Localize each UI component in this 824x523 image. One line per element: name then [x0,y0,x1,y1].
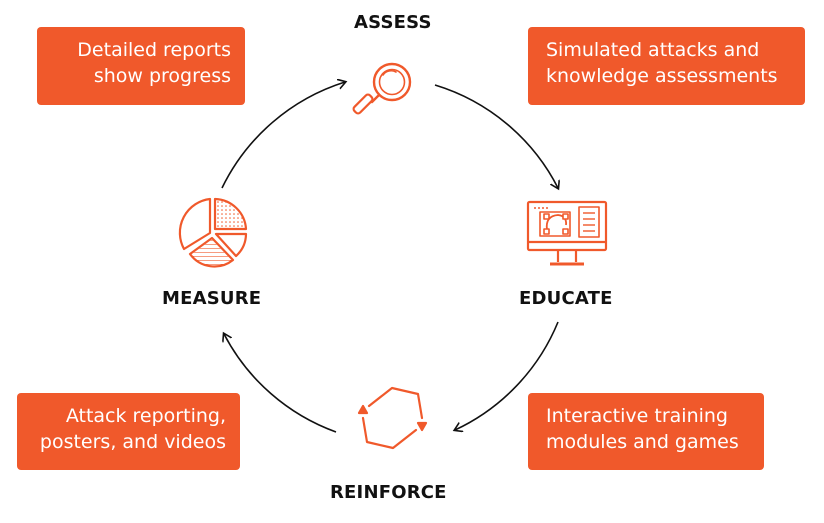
callout-line: Interactive training [546,405,728,427]
callout-line: Attack reporting, [65,405,226,427]
arrow-educate-to-reinforce [455,321,559,430]
stage-label-measure: MEASURE [162,288,262,309]
hexagon-cycle-icon [357,386,428,450]
callout-line: Simulated attacks and [546,39,760,61]
callout-simulated-attacks: Simulated attacks and knowledge assessme… [528,27,805,105]
arrow-reinforce-to-measure [224,334,337,433]
stage-label-educate: EDUCATE [519,288,613,309]
arrow-assess-to-educate [434,84,558,188]
callout-detailed-reports: Detailed reports show progress [37,27,245,105]
callout-interactive-training: Interactive training modules and games [528,393,764,470]
callout-line: show progress [93,65,231,87]
callout-line: knowledge assessments [546,65,778,87]
monitor-icon [526,200,608,266]
callout-line: Detailed reports [77,39,231,61]
stage-label-assess: ASSESS [354,12,432,33]
callout-line: posters, and videos [39,431,226,453]
pie-chart-icon [178,197,248,268]
callout-attack-reporting: Attack reporting, posters, and videos [17,393,240,470]
stage-label-reinforce: REINFORCE [330,482,447,503]
arrow-measure-to-assess [221,82,345,189]
magnifier-icon [352,62,412,115]
callout-line: modules and games [546,431,739,453]
